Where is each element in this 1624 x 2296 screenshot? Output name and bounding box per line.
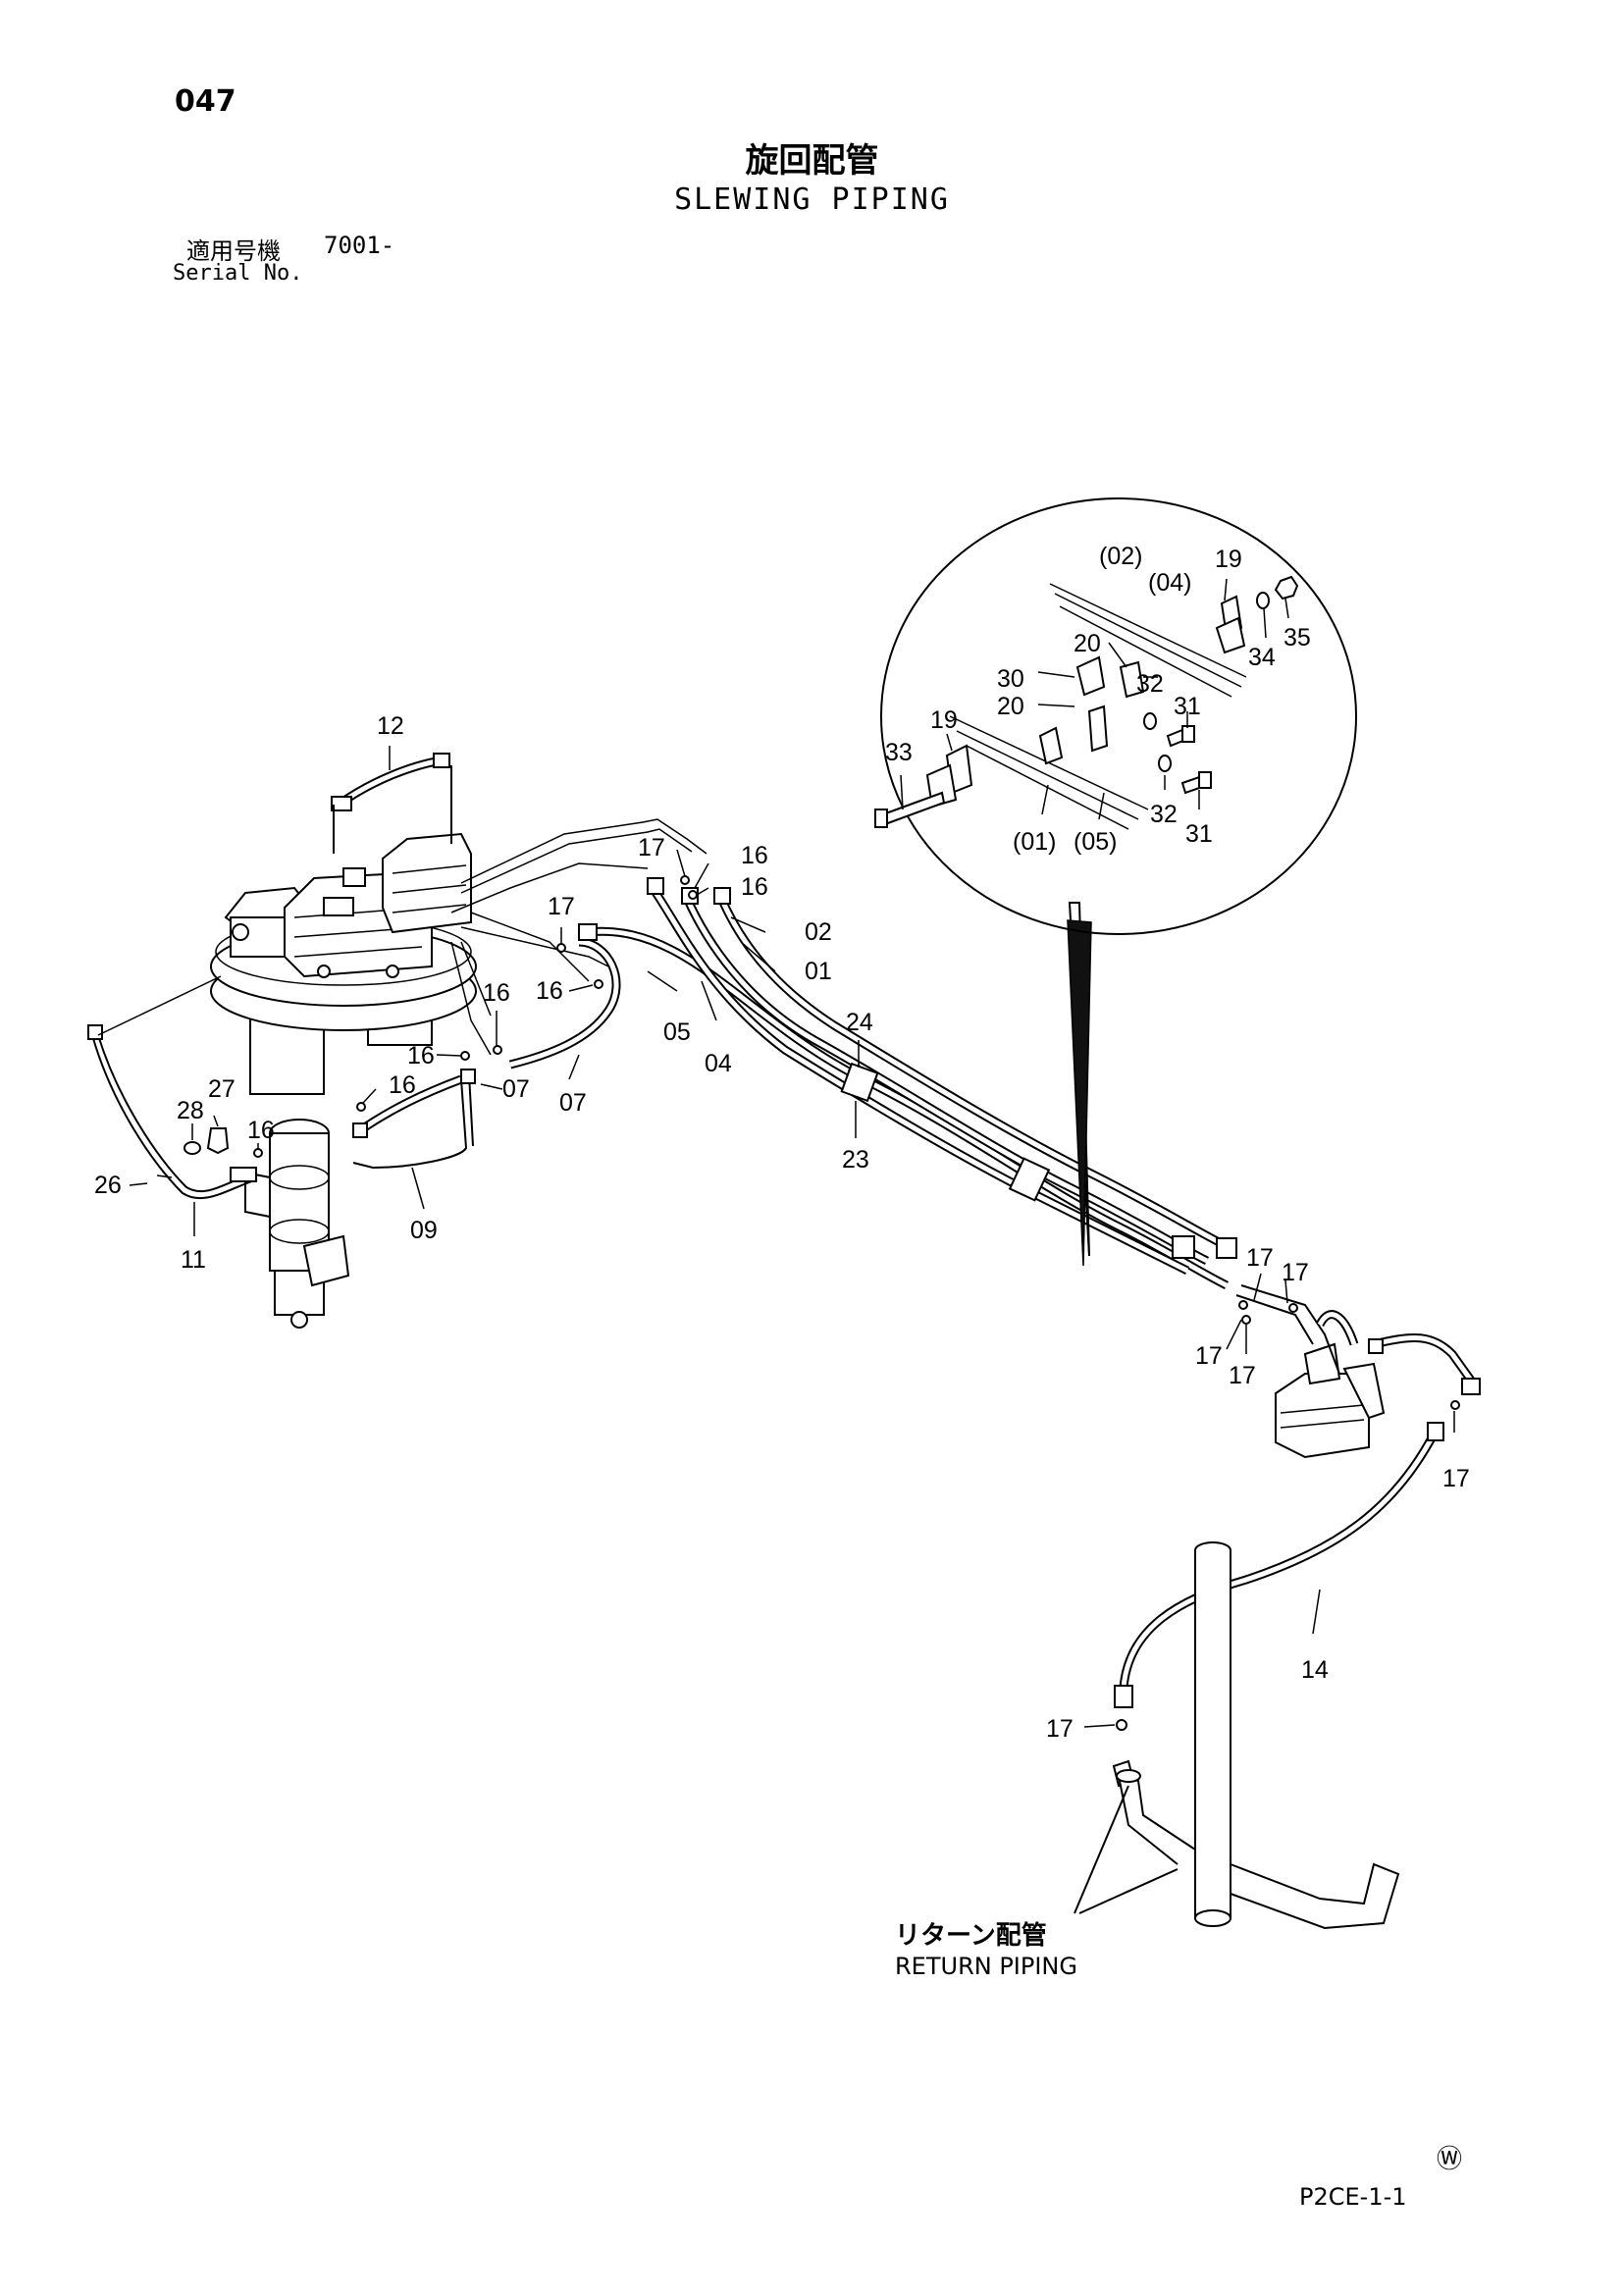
callout-07-a: 07	[502, 1075, 530, 1103]
fitting-11	[230, 1167, 257, 1182]
detail-callout-05: (05)	[1074, 828, 1117, 856]
detail-callout-04: (04)	[1148, 569, 1191, 597]
fitting-right-a	[1172, 1235, 1195, 1259]
washer-32b	[1158, 755, 1172, 772]
callout-labels: 12 17 16 16 17 02 01 16 16 05 04 16 07 0…	[94, 543, 1470, 1743]
return-piping	[1116, 1541, 1400, 1930]
leader-lines	[129, 578, 1455, 1914]
detail-callout-35: 35	[1283, 624, 1311, 652]
pilot-lines	[450, 818, 707, 1056]
callout-05: 05	[663, 1018, 691, 1046]
callout-17-right-d: 17	[1229, 1362, 1256, 1389]
control-valve-upper	[382, 832, 472, 934]
detail-callout-02: (02)	[1099, 543, 1142, 570]
callout-11: 11	[181, 1246, 206, 1274]
callout-26: 26	[94, 1172, 122, 1199]
control-valve-right	[1235, 1284, 1481, 1459]
swivel-joint	[244, 1119, 350, 1329]
detail-circle	[880, 497, 1357, 935]
serial-label-jp: 適用号機	[186, 237, 281, 265]
serial-label-en: Serial No.	[173, 261, 303, 286]
nut-35	[1274, 575, 1299, 600]
callout-01: 01	[805, 958, 832, 985]
fitting-right-b	[1216, 1237, 1237, 1259]
washer-34	[1256, 592, 1270, 609]
w-mark: Ⓦ	[1437, 2145, 1463, 2174]
return-piping-label-en: RETURN PIPING	[895, 1953, 1077, 1980]
detail-callout-30: 30	[997, 665, 1024, 693]
callout-28: 28	[177, 1097, 204, 1124]
return-piping-label-jp: リターン配管	[895, 1921, 1047, 1951]
callout-17-right-b: 17	[1282, 1259, 1309, 1286]
page-title-jp: 旋回配管	[745, 141, 879, 181]
clamp-24	[840, 1062, 879, 1103]
callout-16-upper-b: 16	[741, 873, 768, 901]
detail-callout-20-mid: 20	[997, 693, 1024, 720]
callout-16-low-b: 16	[389, 1071, 416, 1099]
valve-port-2	[342, 867, 366, 887]
hoses-07-09	[352, 937, 621, 1170]
detail-callout-20-top: 20	[1074, 630, 1101, 657]
callout-17-right-e: 17	[1442, 1465, 1470, 1492]
callout-16-mid-b: 16	[483, 979, 510, 1007]
callout-17-right-a: 17	[1246, 1244, 1274, 1272]
callout-24: 24	[846, 1009, 873, 1036]
detail-callout-19-left: 19	[930, 706, 958, 734]
callout-17-left: 17	[548, 893, 575, 920]
detail-callout-34: 34	[1248, 644, 1276, 671]
drain-line-11	[87, 975, 258, 1200]
callout-16-upper-a: 16	[741, 842, 768, 869]
callout-17-upper: 17	[638, 834, 665, 861]
detail-callout-01: (01)	[1013, 828, 1056, 856]
callout-09: 09	[410, 1217, 438, 1244]
detail-callout-31-bottom: 31	[1185, 820, 1213, 848]
detail-callout-19-top: 19	[1215, 546, 1242, 573]
main-hoses	[578, 877, 1237, 1290]
clamp-middle	[1008, 1157, 1051, 1202]
detail-callout-32-top: 32	[1136, 670, 1164, 698]
slewing-motor	[210, 753, 477, 1095]
callout-14: 14	[1301, 1656, 1329, 1684]
bolt-33	[881, 791, 946, 826]
callout-02: 02	[805, 918, 832, 946]
callout-27: 27	[208, 1075, 236, 1103]
callout-23: 23	[842, 1146, 869, 1174]
detail-callout-31-top: 31	[1174, 693, 1201, 720]
callout-12: 12	[377, 712, 404, 740]
return-hose-14	[1112, 1422, 1444, 1788]
detail-callout-32-bottom: 32	[1150, 801, 1178, 828]
washer-32a	[1143, 712, 1157, 730]
callout-16-low-a: 16	[407, 1042, 435, 1070]
page-number: 047	[175, 84, 236, 119]
valve-port	[323, 897, 354, 916]
page-code: P2CE-1-1	[1299, 2183, 1407, 2211]
page-title-en: SLEWING PIPING	[674, 183, 950, 217]
serial-value: 7001-	[324, 232, 395, 259]
callout-17-right-c: 17	[1195, 1342, 1223, 1370]
callout-16-swivel: 16	[247, 1117, 275, 1144]
callout-04: 04	[705, 1050, 732, 1077]
callout-17-return: 17	[1046, 1715, 1074, 1743]
callout-07-b: 07	[559, 1089, 587, 1117]
callout-16-mid-a: 16	[536, 977, 563, 1005]
detail-callout-33: 33	[885, 739, 913, 766]
